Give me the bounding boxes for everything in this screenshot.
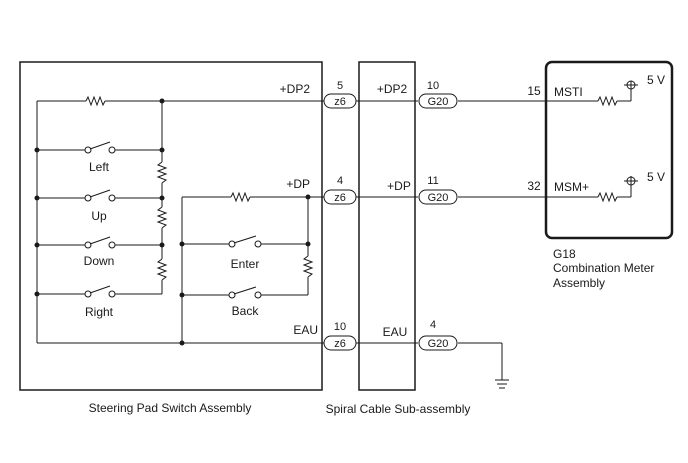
switch-label-right: Right <box>85 305 114 319</box>
signal-dp2-cable: +DP2 <box>377 82 408 96</box>
enter-back-ladder: Enter Back <box>179 191 322 343</box>
resistor-rail-3 <box>156 258 168 281</box>
connector-z6-pin4-pin: 4 <box>337 175 343 187</box>
combination-meter-box <box>544 60 674 240</box>
switch-right <box>37 285 162 298</box>
connector-g20-pin10-pin: 10 <box>427 80 439 92</box>
meter-pin-15: 15 <box>527 84 541 98</box>
connector-z6-pin5-pin: 5 <box>337 80 343 92</box>
resistor-top <box>85 95 106 107</box>
switch-up <box>37 189 162 202</box>
signal-eau-cable: EAU <box>383 325 408 339</box>
connector-z6-pin10: z6 10 <box>323 321 357 351</box>
combination-meter-code: G18 <box>553 247 576 261</box>
resistor-enter-back <box>302 255 314 278</box>
voltage-5v-top: 5 V <box>647 73 665 87</box>
steering-pad-switch-box <box>19 61 323 391</box>
connector-g20-pin11-pin: 11 <box>427 175 438 187</box>
meter-msti-circuit: MSTI 5 V <box>554 73 665 107</box>
switch-label-up: Up <box>91 209 107 223</box>
resistor-rail-1 <box>156 161 168 184</box>
voltage-5v-bottom: 5 V <box>647 170 665 184</box>
signal-dp2-pad: +DP2 <box>280 82 311 96</box>
switch-down <box>37 236 162 249</box>
connector-z6-pin4-name: z6 <box>334 192 346 204</box>
connector-z6-pin4: z6 4 <box>323 175 357 205</box>
switch-label-back: Back <box>232 304 260 318</box>
connector-g20-pin4-name: G20 <box>428 338 449 350</box>
switch-label-left: Left <box>89 160 110 174</box>
connector-g20-pin4: G20 4 <box>418 319 458 351</box>
connector-z6-pin5-name: z6 <box>334 96 346 108</box>
resistor-dp <box>230 191 251 203</box>
meter-pin-32: 32 <box>527 179 541 193</box>
connector-g20-pin11: G20 11 <box>418 175 458 205</box>
combination-meter-label-line2: Assembly <box>553 276 605 290</box>
power-supply-icon <box>624 80 638 90</box>
switch-back <box>182 286 308 299</box>
connector-g20-pin10-name: G20 <box>428 96 449 108</box>
switch-label-enter: Enter <box>231 257 260 271</box>
ground-icon <box>495 379 509 389</box>
signal-eau-pad: EAU <box>293 323 318 337</box>
signal-msti: MSTI <box>554 85 583 99</box>
signal-msm: MSM+ <box>554 180 589 194</box>
combination-meter-label-line1: Combination Meter <box>553 261 654 275</box>
switch-label-down: Down <box>84 254 115 268</box>
switch-left <box>37 141 162 154</box>
spiral-cable-label: Spiral Cable Sub-assembly <box>326 402 471 416</box>
connector-z6-pin10-name: z6 <box>334 338 346 350</box>
power-supply-icon <box>624 176 638 186</box>
signal-dp-pad: +DP <box>286 177 310 191</box>
spiral-cable-box <box>358 61 416 391</box>
signal-dp-cable: +DP <box>387 179 411 193</box>
switch-ladder: Left Up Down Right <box>34 95 168 343</box>
resistor-rail-2 <box>156 206 168 229</box>
connector-g20-pin10: G20 10 <box>418 80 458 109</box>
connector-z6-pin10-pin: 10 <box>334 321 346 333</box>
steering-pad-label: Steering Pad Switch Assembly <box>89 401 252 415</box>
connector-g20-pin4-pin: 4 <box>430 319 436 331</box>
connector-z6-pin5: z6 5 <box>323 80 357 109</box>
meter-msm-circuit: MSM+ 5 V <box>554 170 665 203</box>
switch-enter <box>182 235 308 248</box>
connector-g20-pin11-name: G20 <box>428 192 449 204</box>
